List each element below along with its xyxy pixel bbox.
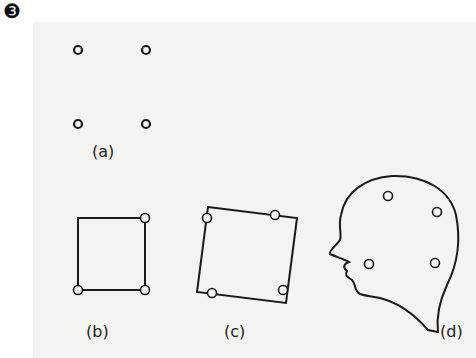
rotated-square-figure xyxy=(197,207,297,303)
square-figure xyxy=(74,214,150,295)
dot-pattern xyxy=(74,46,150,128)
panel-ground xyxy=(33,22,476,358)
part-label: (d) xyxy=(440,324,463,340)
head-profile-figure xyxy=(330,176,458,332)
part-label: (c) xyxy=(224,324,245,340)
part-label: (a) xyxy=(92,144,114,160)
part-label: (b) xyxy=(86,324,109,340)
figure-number: ❸ xyxy=(3,1,21,21)
